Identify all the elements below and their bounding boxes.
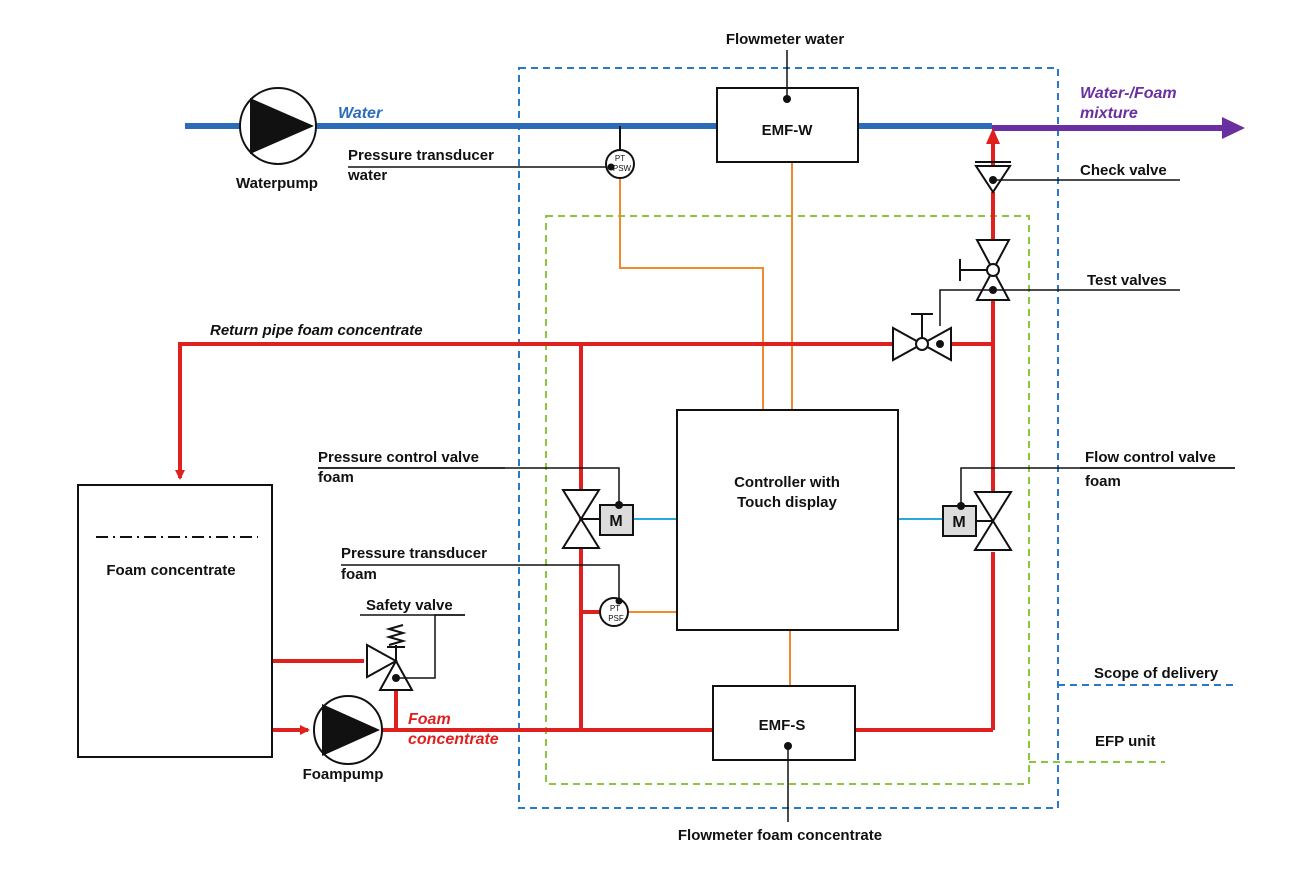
label-flowmeter-foam: Flowmeter foam concentrate bbox=[678, 827, 882, 844]
label-pcv-2: foam bbox=[318, 469, 354, 486]
label-pt-water-2: water bbox=[347, 167, 387, 184]
check-valve[interactable] bbox=[974, 161, 1180, 194]
label-check-valve: Check valve bbox=[1080, 162, 1167, 179]
pt-water-bottom-text: PSW bbox=[613, 164, 632, 173]
foam-tank bbox=[77, 484, 273, 758]
signal-lines bbox=[619, 163, 793, 685]
mixture-outlet bbox=[992, 117, 1245, 139]
test-valves-leader-2 bbox=[939, 289, 993, 326]
pt-water-top-text: PT bbox=[615, 154, 625, 163]
test-valve-vertical[interactable] bbox=[959, 239, 1011, 301]
label-mixture-line1: Water-/Foam bbox=[1080, 85, 1177, 102]
pump-icon bbox=[250, 98, 314, 154]
safety-valve[interactable] bbox=[360, 614, 465, 691]
flowmeter-water-dot bbox=[783, 95, 791, 103]
pump-icon bbox=[322, 704, 380, 756]
label-test-valves: Test valves bbox=[1087, 272, 1167, 289]
label-controller-1: Controller with bbox=[734, 474, 840, 491]
safety-valve-icon bbox=[366, 643, 414, 691]
label-pt-foam-1: Pressure transducer bbox=[341, 545, 487, 562]
label-safety-valve: Safety valve bbox=[366, 597, 453, 614]
label-foam-1: Foam bbox=[408, 711, 451, 728]
label-pcv-1: Pressure control valve bbox=[318, 449, 479, 466]
emf-s-box[interactable] bbox=[712, 685, 856, 761]
label-pt-foam-2: foam bbox=[341, 566, 377, 583]
test-valve-horizontal[interactable] bbox=[892, 313, 952, 362]
label-efp-unit: EFP unit bbox=[1095, 733, 1156, 750]
flowmeter-foam-dot bbox=[784, 742, 792, 750]
label-fcv-2: foam bbox=[1085, 473, 1121, 490]
motor-left-label: M bbox=[609, 513, 622, 530]
waterpump[interactable] bbox=[239, 87, 317, 165]
foampump[interactable] bbox=[313, 695, 383, 765]
controller-box[interactable] bbox=[676, 409, 899, 631]
label-water: Water bbox=[338, 105, 383, 122]
label-emf-w: EMF-W bbox=[762, 122, 814, 139]
label-foampump: Foampump bbox=[303, 766, 384, 783]
pt-foam[interactable]: PT PSF bbox=[341, 564, 629, 627]
efp-unit-boundary bbox=[545, 215, 1030, 785]
label-mixture-line2: mixture bbox=[1080, 105, 1138, 122]
label-controller-2: Touch display bbox=[737, 494, 837, 511]
foam-to-mixture-arrow bbox=[986, 128, 1000, 165]
label-flowmeter-water: Flowmeter water bbox=[726, 31, 845, 48]
label-foam-2: concentrate bbox=[408, 731, 499, 748]
pressure-control-valve[interactable]: M bbox=[318, 467, 634, 549]
label-return-pipe: Return pipe foam concentrate bbox=[210, 322, 423, 339]
label-pt-water-1: Pressure transducer bbox=[348, 147, 494, 164]
motor-right-label: M bbox=[952, 514, 965, 531]
label-fcv-1: Flow control valve bbox=[1085, 449, 1216, 466]
label-foam-tank: Foam concentrate bbox=[106, 562, 235, 579]
pt-foam-top-text: PT bbox=[610, 604, 620, 613]
label-scope-of-delivery: Scope of delivery bbox=[1094, 665, 1219, 682]
pt-water[interactable]: PT PSW bbox=[348, 149, 635, 179]
pt-foam-bottom-text: PSF bbox=[608, 614, 624, 623]
label-emf-s: EMF-S bbox=[759, 717, 806, 734]
label-waterpump: Waterpump bbox=[236, 175, 318, 192]
